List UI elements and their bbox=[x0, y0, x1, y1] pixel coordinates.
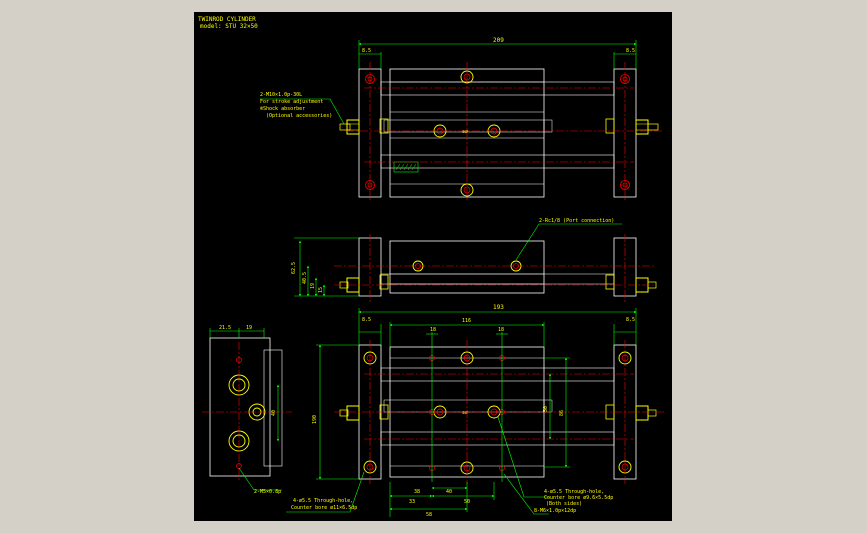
rod-top bbox=[380, 81, 615, 96]
svg-text:⊕ø: ⊕ø bbox=[462, 129, 468, 135]
rod-bottom bbox=[380, 154, 615, 169]
dim-bot-left: 8.5 bbox=[362, 317, 371, 323]
dim-mid-h2: 40.5 bbox=[302, 272, 308, 284]
title-block: TWINROD CYLINDER model: STU 32×50 bbox=[198, 16, 258, 30]
dim-bot-h5: 58 bbox=[426, 512, 432, 518]
m6-note: 8-M6×1.0p×12dp bbox=[534, 508, 576, 514]
side-plate bbox=[209, 337, 271, 477]
dim-bot-right: 8.5 bbox=[626, 317, 635, 323]
bottom-view: ⊕ø bbox=[286, 304, 664, 518]
dim-mid-h4: 15 bbox=[318, 287, 324, 293]
drawing-sheet[interactable]: TWINROD CYLINDER model: STU 32×50 bbox=[194, 12, 672, 521]
dim-mid-h3: 19 bbox=[310, 283, 316, 289]
dim-top-right: 8.5 bbox=[626, 48, 635, 54]
dim-bot-v3: 86 bbox=[559, 410, 565, 416]
through-hole-note-2: 4-ø5.5 Through-hole, Counter bore ø9.6×5… bbox=[544, 489, 613, 507]
top-view: ⊕ø 209 8.5 8.5 2-M10×1.0p-30L For st bbox=[260, 37, 664, 202]
side-view: 21.5 19 40 2-M5×0.8p bbox=[202, 325, 292, 495]
shock-absorber-note: 2-M10×1.0p-30L For stroke adjustment ®Sh… bbox=[260, 92, 332, 119]
svg-text:®Shock absorber: ®Shock absorber bbox=[260, 106, 305, 112]
dim-bot-h1: 38 bbox=[414, 489, 420, 495]
dim-mid-h1: 62.5 bbox=[291, 262, 297, 274]
dim-side-w2: 19 bbox=[246, 325, 252, 331]
dim-bot-s2: 18 bbox=[498, 327, 504, 333]
svg-text:Counter bore ø11×6.5dp: Counter bore ø11×6.5dp bbox=[291, 505, 357, 511]
cad-drawing: TWINROD CYLINDER model: STU 32×50 bbox=[198, 16, 664, 518]
dim-top-total: 209 bbox=[493, 37, 504, 44]
dim-bot-h4: 50 bbox=[464, 499, 470, 505]
svg-text:4-ø5.5 Through-hole,: 4-ø5.5 Through-hole, bbox=[544, 489, 604, 495]
svg-text:(Optional accessories): (Optional accessories) bbox=[266, 113, 332, 119]
svg-text:⊕ø: ⊕ø bbox=[462, 410, 468, 416]
front-view: 62.5 40.5 19 15 2-Rc1/8 (Port connection… bbox=[291, 218, 657, 302]
tap-note: 2-M5×0.8p bbox=[254, 489, 281, 495]
dim-top-left: 8.5 bbox=[362, 48, 371, 54]
dim-bot-h2: 40 bbox=[446, 489, 452, 495]
dim-bot-h3: 33 bbox=[409, 499, 415, 505]
svg-text:2-M10×1.0p-30L: 2-M10×1.0p-30L bbox=[260, 92, 302, 98]
dim-bot-s1: 18 bbox=[430, 327, 436, 333]
svg-text:4-ø5.5 Through-hole,: 4-ø5.5 Through-hole, bbox=[293, 498, 353, 504]
title-line1: TWINROD CYLINDER bbox=[198, 16, 256, 23]
svg-text:Counter bore ø9.6×5.5dp: Counter bore ø9.6×5.5dp bbox=[544, 495, 613, 501]
dim-bot-v1: 190 bbox=[312, 415, 318, 424]
dim-side-w1: 21.5 bbox=[219, 325, 231, 331]
dim-bot-v2: 50 bbox=[543, 406, 549, 412]
dim-bot-inner: 116 bbox=[462, 318, 471, 324]
port-note: 2-Rc1/8 (Port connection) bbox=[539, 218, 614, 224]
through-hole-note-1: 4-ø5.5 Through-hole, Counter bore ø11×6.… bbox=[291, 498, 357, 511]
svg-text:(Both sides): (Both sides) bbox=[546, 501, 582, 507]
dim-bot-total: 193 bbox=[493, 304, 504, 311]
dim-side-v: 40 bbox=[271, 410, 277, 416]
title-line2: model: STU 32×50 bbox=[200, 23, 258, 30]
svg-text:For stroke adjustment: For stroke adjustment bbox=[260, 99, 323, 105]
front-body bbox=[389, 240, 545, 294]
